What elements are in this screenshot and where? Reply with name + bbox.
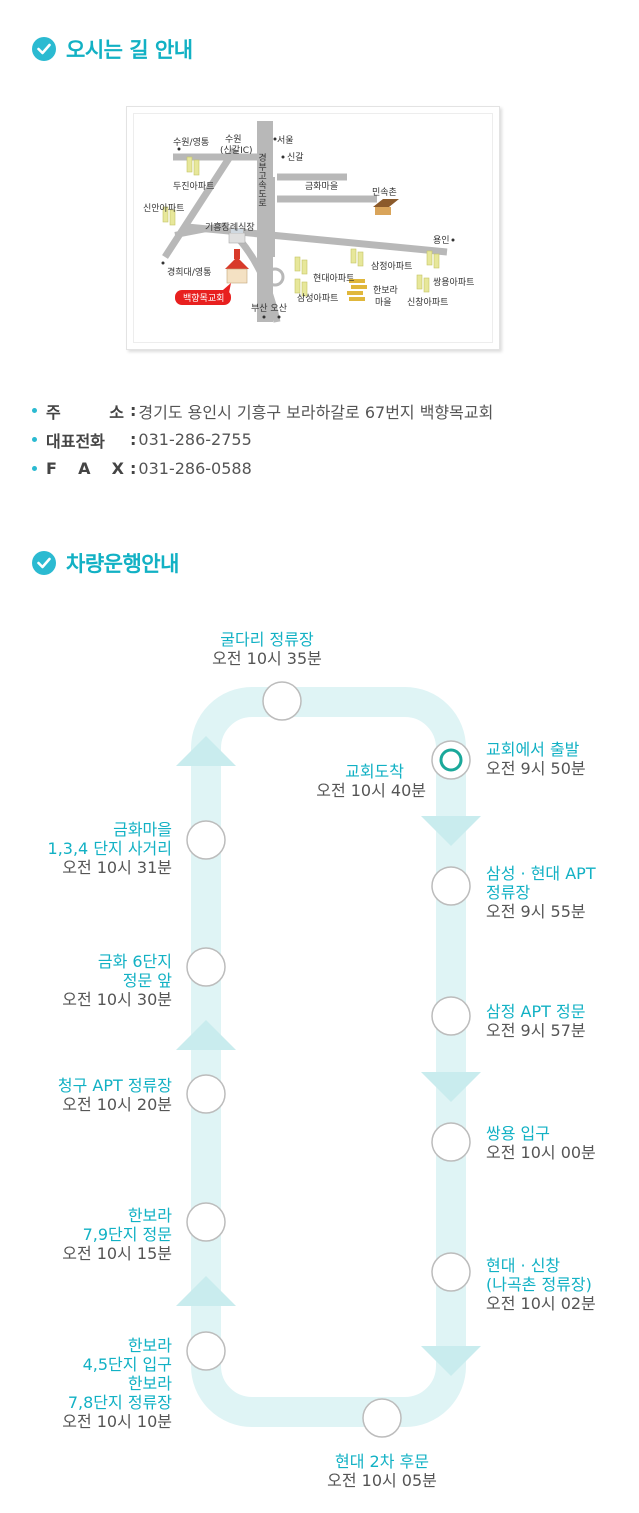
stop-hyundai2: 현대 2차 후문 오전 10시 05분 [327,1452,437,1490]
stop-marker-cheonggu [186,1074,226,1114]
info-colon: : [130,459,137,478]
stop-cheonggu: 청구 APT 정류장 오전 10시 20분 [57,1076,172,1114]
stop-hyundai-sc: 현대 · 신창 (나곡촌 정류장) 오전 10시 02분 [486,1256,596,1313]
map-label-samsung: 삼성아파트 [297,293,338,304]
bullet-icon [32,408,37,413]
start-point-icon [439,748,463,772]
bullet-icon [32,437,37,442]
route-arrow-down [421,1346,481,1376]
shuttle-title: 차량운행안내 [66,552,179,576]
map-label-samjeong: 삼정아파트 [371,261,412,272]
check-icon [32,551,56,575]
stop-marker-ssangyong [431,1122,471,1162]
map-label-sinchang: 신창아파트 [407,297,448,308]
stop-depart: 교회에서 출발 오전 9시 50분 [486,740,586,778]
map-drawing: 경부고속도로 [143,121,474,323]
route-arrow-down [421,1072,481,1102]
directions-title: 오시는 길 안내 [66,38,193,62]
stop-marker-hanbora45 [186,1331,226,1371]
map-label-minsokchon: 민속촌 [372,187,397,198]
shuttle-section-title: 차량운행안내 [32,548,179,578]
stop-samjeong: 삼정 APT 정문 오전 9시 57분 [486,1002,586,1040]
map-label-hanbora-2: 마을 [375,297,392,308]
stop-hanbora45: 한보라 4,5단지 입구 한보라 7,8단지 정류장 오전 10시 10분 [62,1336,172,1431]
route-arrow-down [421,816,481,846]
map-label-church: 백향목교회 [183,292,224,304]
map-label-hyundai: 현대아파트 [313,273,354,284]
map-label-hanbora-1: 한보라 [373,285,399,296]
bullet-icon [32,466,37,471]
info-address-value: 경기도 용인시 기흥구 보라하갈로 67번지 백향목교회 [138,402,494,422]
stop-ssangyong: 쌍용 입구 오전 10시 00분 [486,1124,596,1162]
stop-marker-samsung-hd [431,866,471,906]
map-label-sinan: 신안아파트 [143,203,184,214]
info-phone-value: 031-286-2755 [138,430,252,449]
location-map: 경부고속도로 [126,106,500,350]
map-label-expressway: 경부고속도로 [256,152,266,207]
stop-marker-depart [431,740,471,780]
info-colon: : [130,401,137,420]
stop-marker-hanbora79 [186,1202,226,1242]
route-loop [191,687,466,1427]
map-label-yongin: 용인 [433,235,450,246]
info-phone-row: 대표전화 : 031-286-2755 [32,425,493,454]
directions-section-title: 오시는 길 안내 [32,34,193,64]
stop-gulda: 굴다리 정류장 오전 10시 35분 [212,630,322,668]
stop-marker-geumhwa6 [186,947,226,987]
info-label-phone: 대표전화 [46,431,105,451]
stop-marker-hyundai-sc [431,1252,471,1292]
stop-marker-hyundai2 [362,1398,402,1438]
route-arrow-up [176,1276,236,1306]
map-label-singal: 신갈 [287,152,304,163]
stop-marker-samjeong [431,996,471,1036]
minsokchon-icon [373,199,399,215]
stop-arrive: 교회도착 오전 10시 40분 [316,762,426,800]
map-label-busan-osan: 부산 오산 [251,303,287,314]
check-icon [32,37,56,61]
stop-marker-gulda [262,681,302,721]
map-label-kyunghee: 경희대/영통 [167,266,211,278]
map-label-ssangyong: 쌍용아파트 [433,277,474,288]
route-arrow-up [176,1020,236,1050]
map-label-suwon-yeongtong: 수원/영통 [173,137,209,148]
stop-samsung-hd: 삼성 · 현대 APT 정류장 오전 9시 55분 [486,864,596,921]
info-colon: : [130,430,137,449]
map-label-geumhwa: 금화마을 [305,181,338,192]
stop-hanbora79: 한보라 7,9단지 정문 오전 10시 15분 [62,1206,172,1263]
info-fax-value: 031-286-0588 [138,459,252,478]
map-label-seoul: 서울 [277,135,294,146]
stop-geumhwa6: 금화 6단지 정문 앞 오전 10시 30분 [62,952,172,1009]
map-label-suwon-ic-1: 수원 [225,134,242,145]
route-arrow-up [176,736,236,766]
map-label-dujin: 두진아파트 [173,181,214,192]
map-label-giheung-funeral: 기흥장례식장 [205,221,255,233]
church-icon [225,249,249,284]
stop-geumhwa134: 금화마을 1,3,4 단지 사거리 오전 10시 31분 [47,820,172,877]
stop-marker-geumhwa134 [186,820,226,860]
funeral-hall-icon [228,229,246,244]
map-label-suwon-ic-2: (신갈IC) [220,145,253,156]
